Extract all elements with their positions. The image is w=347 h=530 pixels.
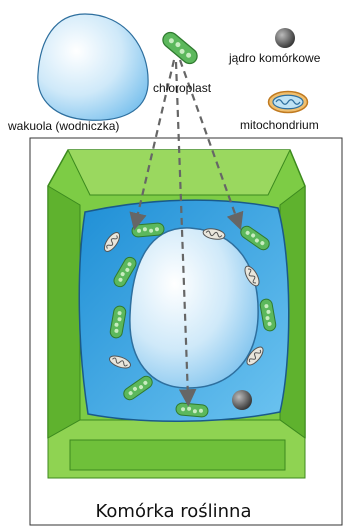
nucleus-icon <box>275 28 295 48</box>
chloroplast-label: chloroplast <box>153 82 211 94</box>
mitochondrion-label: mitochondrium <box>240 119 319 131</box>
nucleus-label: jądro komórkowe <box>229 52 320 64</box>
diagram-caption: Komórka roślinna <box>0 501 347 522</box>
central-vacuole <box>130 228 258 388</box>
vacuole-icon <box>38 14 148 120</box>
chloroplast <box>132 223 165 238</box>
chloroplast <box>176 403 209 418</box>
nucleus <box>232 390 252 410</box>
vacuole-label: wakuola (wodniczka) <box>8 120 119 132</box>
mitochondrion-icon <box>269 92 308 113</box>
